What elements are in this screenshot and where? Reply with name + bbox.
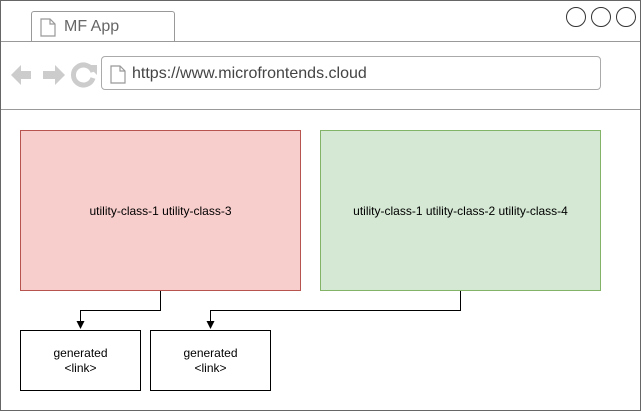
generated-link-box-2: generated <link> xyxy=(150,330,271,391)
minimize-button[interactable] xyxy=(566,7,586,27)
title-bar: MF App xyxy=(1,1,640,41)
address-url: https://www.microfrontends.cloud xyxy=(132,65,367,82)
generated-label: generated xyxy=(53,346,108,360)
address-bar[interactable]: https://www.microfrontends.cloud xyxy=(101,56,601,90)
connector-red-to-generated-1 xyxy=(76,291,161,329)
tab-divider xyxy=(1,41,640,42)
microfrontend-box-green: utility-class-1 utility-class-2 utility-… xyxy=(320,130,601,291)
link-label: <link> xyxy=(64,361,97,375)
browser-tab[interactable]: MF App xyxy=(31,11,175,41)
tab-title: MF App xyxy=(64,18,120,35)
page-icon xyxy=(40,18,56,37)
back-arrow-icon[interactable] xyxy=(11,65,31,85)
box-label: utility-class-1 utility-class-3 xyxy=(89,203,232,218)
box-label: utility-class-1 utility-class-2 utility-… xyxy=(353,203,568,218)
close-button[interactable] xyxy=(616,7,636,27)
maximize-button[interactable] xyxy=(591,7,611,27)
connector-green-to-generated-2 xyxy=(206,291,461,329)
page-icon xyxy=(110,65,126,84)
navigation-buttons xyxy=(11,62,97,88)
forward-arrow-icon[interactable] xyxy=(43,65,65,85)
microfrontend-box-red: utility-class-1 utility-class-3 xyxy=(20,130,301,291)
toolbar-divider xyxy=(1,109,640,110)
link-label: <link> xyxy=(194,361,227,375)
reload-icon[interactable] xyxy=(70,62,97,88)
generated-label: generated xyxy=(183,346,238,360)
generated-link-box-1: generated <link> xyxy=(20,330,141,391)
